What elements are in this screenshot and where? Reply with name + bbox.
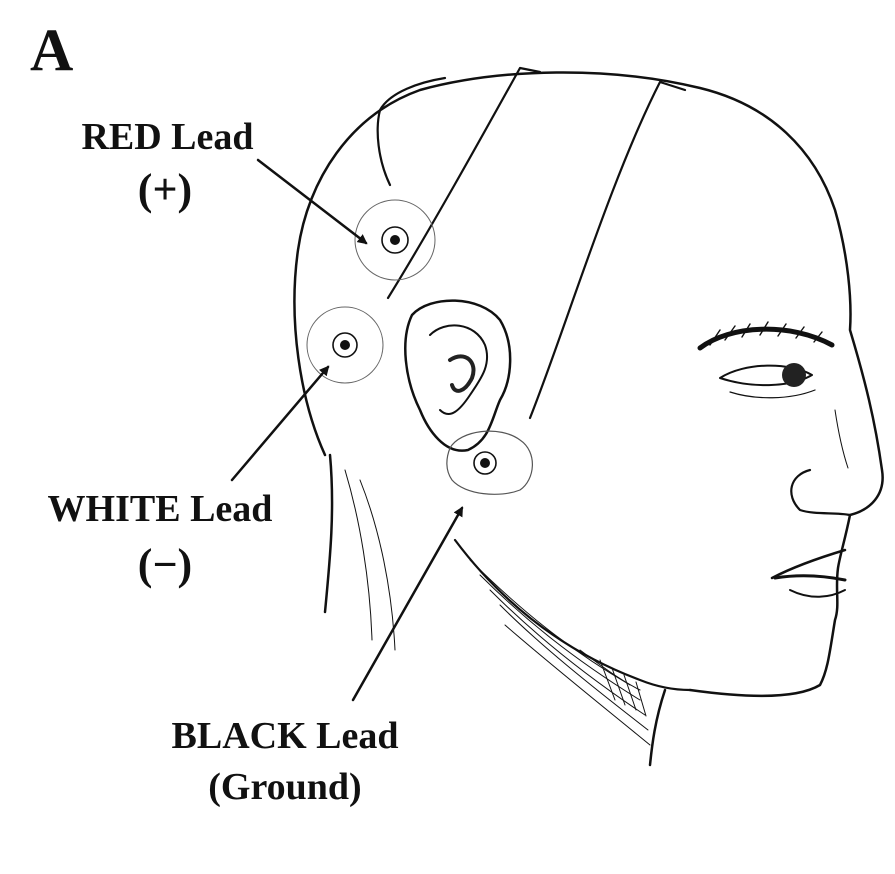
arrow-white (230, 365, 330, 482)
electrode-red (354, 199, 436, 281)
wire-red (376, 76, 447, 187)
electrode-black (446, 430, 533, 495)
back-of-neck (323, 453, 334, 614)
eyebrow-hatching (709, 321, 823, 346)
eye-iris (782, 363, 806, 387)
panel-letter: A (30, 17, 74, 83)
lip-line (773, 574, 847, 582)
wire-white (386, 66, 542, 300)
red-lead-label: RED Lead (81, 116, 254, 158)
eye-lower-lid (729, 389, 816, 399)
arrow-red (256, 158, 368, 245)
upper-lip (770, 548, 847, 580)
eye (719, 364, 813, 387)
electrode-white (306, 306, 384, 384)
white-lead-polarity: (−) (137, 540, 193, 589)
arrow-black (351, 506, 464, 702)
jaw-line (453, 538, 692, 692)
nostril (790, 468, 852, 517)
lower-lip (789, 589, 846, 598)
throat-line (648, 688, 667, 767)
black-lead-label: BLACK Lead (171, 715, 399, 757)
nose-bridge-shadow (834, 409, 849, 469)
ear-outer (404, 299, 512, 452)
white-lead-label: WHITE Lead (47, 488, 273, 530)
ear-concha (448, 354, 476, 393)
head-outline (293, 71, 884, 697)
wire-black (528, 80, 687, 420)
black-lead-polarity: (Ground) (208, 766, 362, 808)
eyebrow (697, 326, 835, 351)
ear-inner (429, 324, 489, 415)
neck-shading (344, 469, 651, 746)
red-lead-polarity: (+) (137, 165, 193, 214)
